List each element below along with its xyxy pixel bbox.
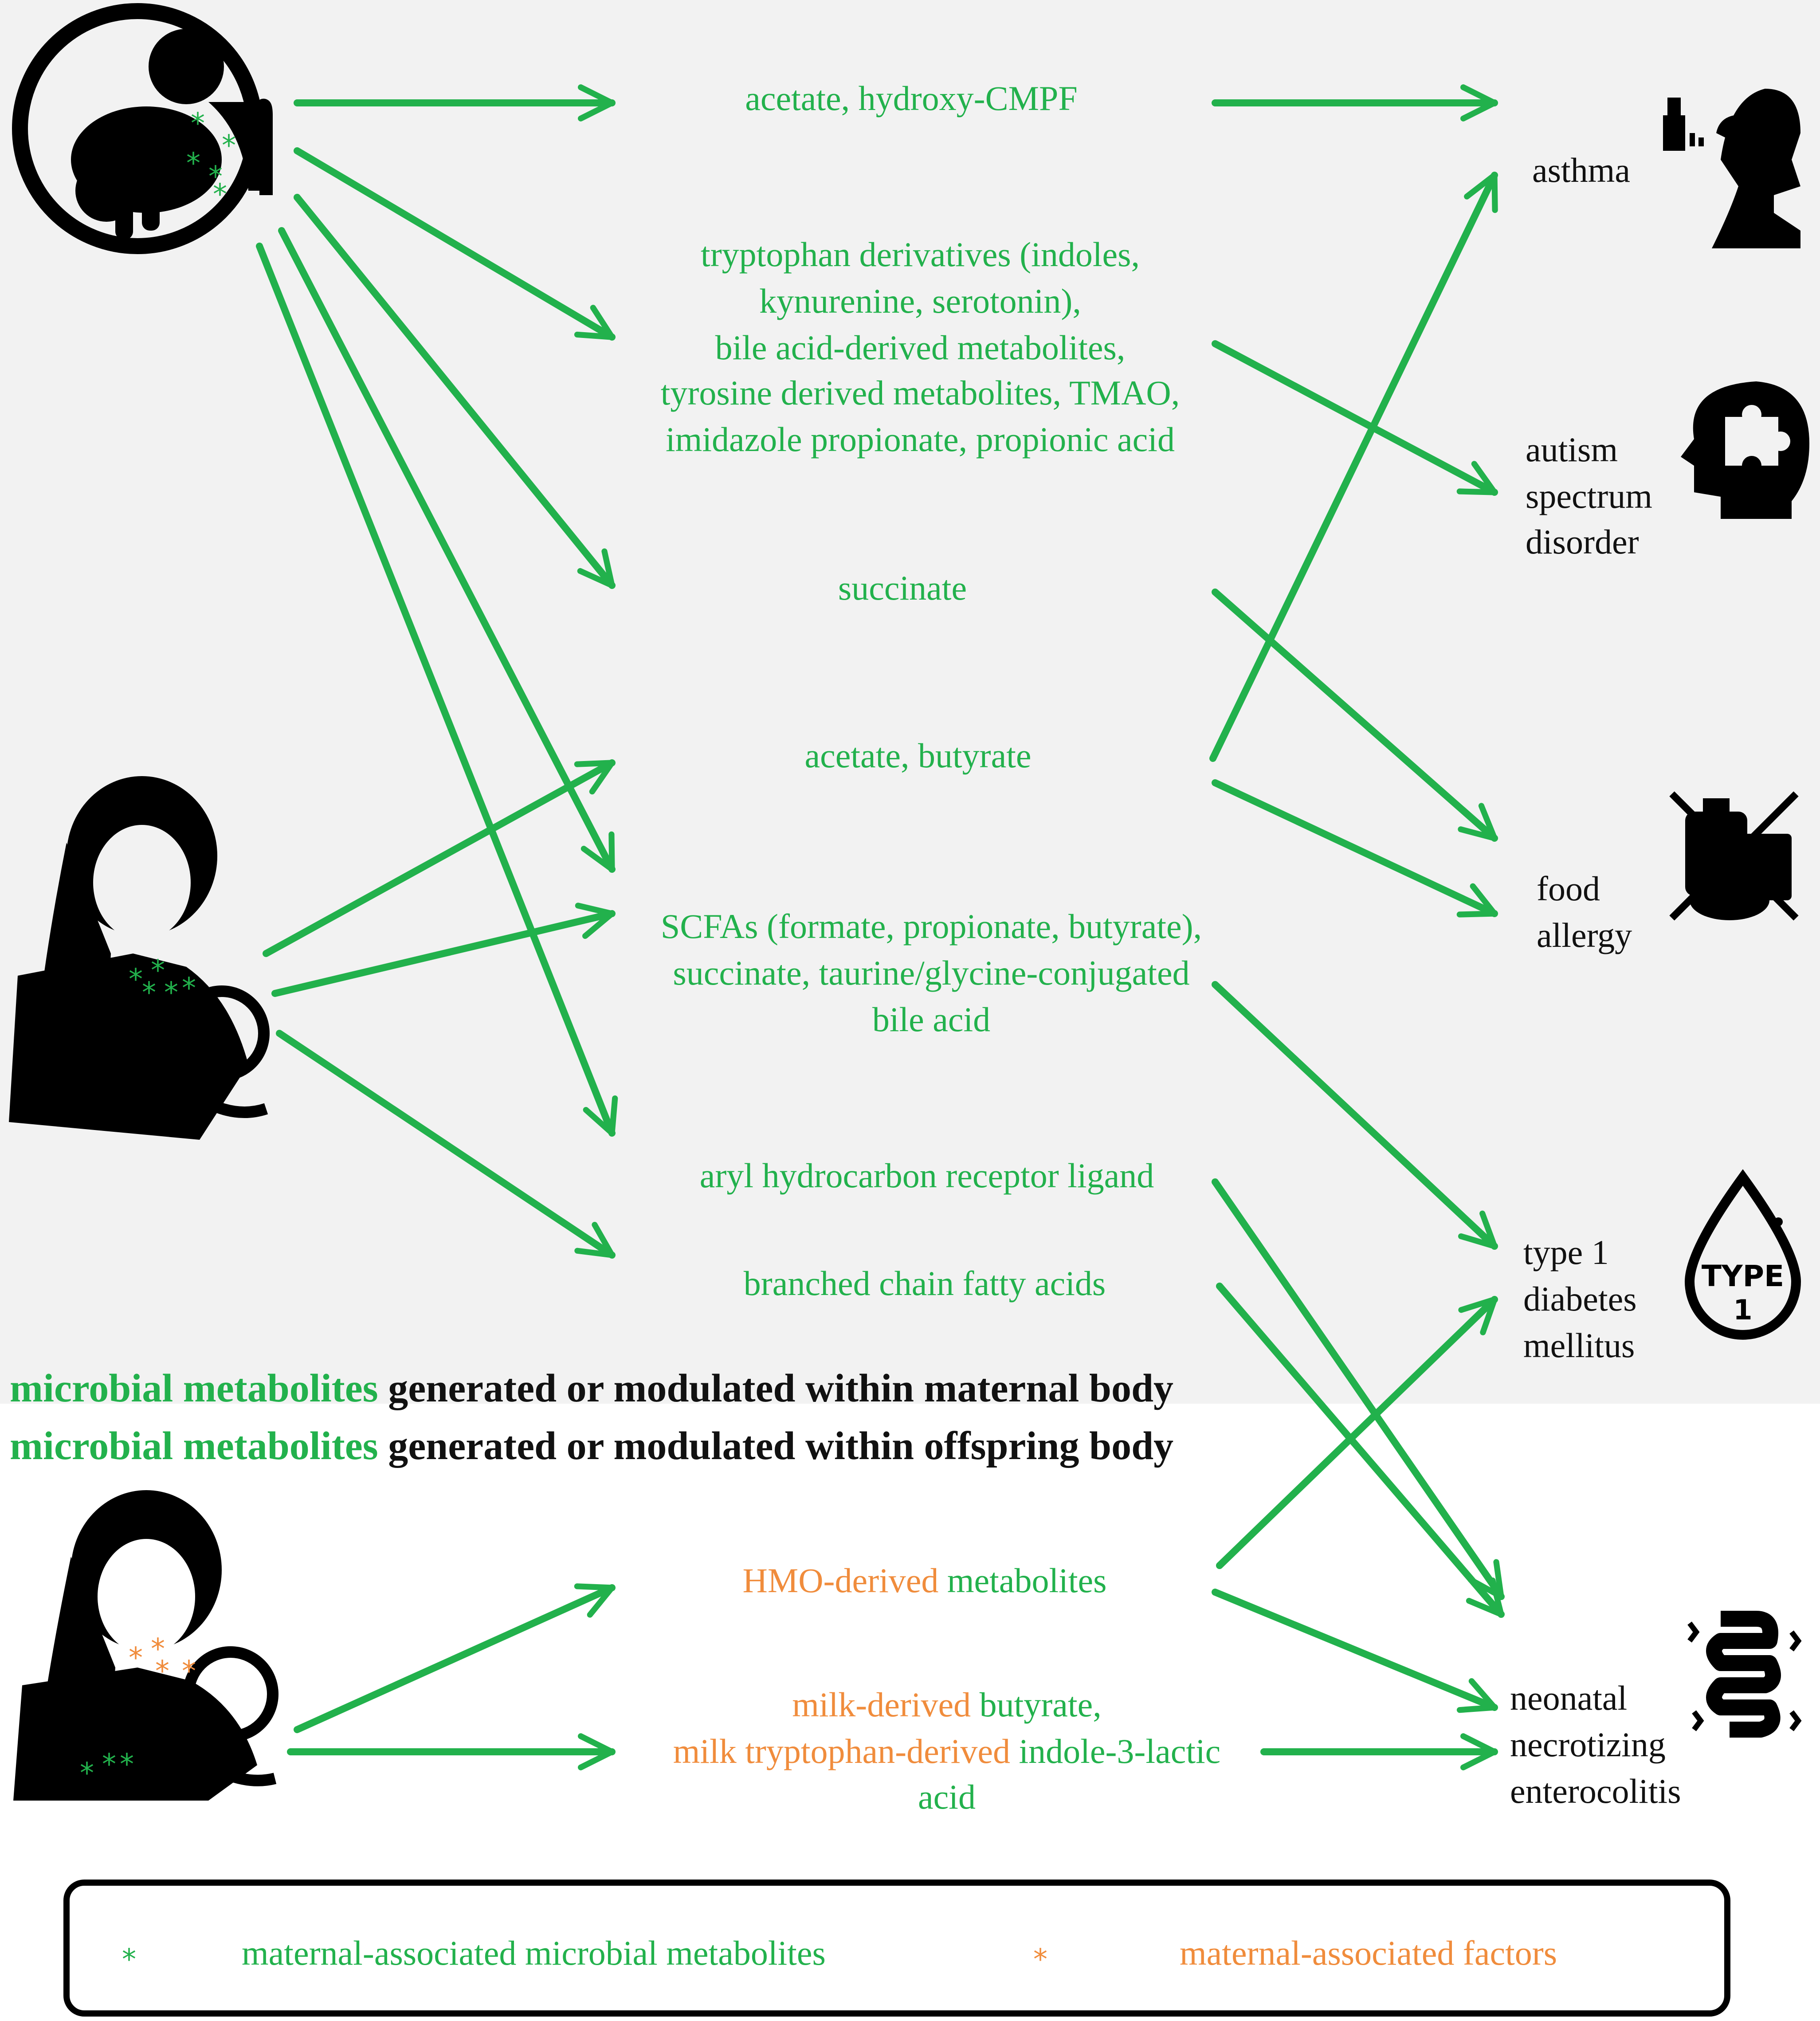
metabolite-fetus-1: acetate, hydroxy-CMPF <box>745 79 1078 118</box>
svg-text:*: * <box>80 1757 94 1790</box>
caption-maternal-black: generated or modulated within maternal b… <box>378 1366 1173 1410</box>
svg-text:*: * <box>151 954 165 987</box>
food-allergy-icon <box>1669 791 1799 921</box>
caption-maternal: microbial metabolites generated or modul… <box>10 1366 1173 1410</box>
svg-text:*: * <box>213 178 227 211</box>
disease-t1d-line3: mellitus <box>1523 1326 1635 1365</box>
legend: * maternal-associated microbial metaboli… <box>63 1880 1730 2017</box>
svg-text:*: * <box>208 161 223 193</box>
metabolite-aryl-hydrocarbon: aryl hydrocarbon receptor ligand <box>700 1156 1154 1195</box>
autism-head-puzzle-icon <box>1681 381 1809 519</box>
svg-text:*: * <box>129 963 143 996</box>
milk-tryptophan-orange-part: milk tryptophan-derived <box>673 1732 1010 1770</box>
svg-text:TYPE: TYPE <box>1702 1259 1784 1293</box>
metabolite-milk-acid: acid <box>918 1778 976 1816</box>
svg-text:*: * <box>155 1655 169 1688</box>
legend-green-asterisk-icon: * <box>122 1943 136 1976</box>
intestine-icon <box>1687 1611 1802 1738</box>
caption-offspring: microbial metabolites generated or modul… <box>10 1424 1173 1468</box>
disease-t1d-line1: type 1 <box>1523 1233 1609 1271</box>
metabolite-acetate-butyrate: acetate, butyrate <box>805 736 1032 775</box>
legend-green-label: maternal-associated microbial metabolite… <box>242 1934 826 1972</box>
metabolite-milk-butyrate: milk-derived butyrate, <box>792 1685 1101 1724</box>
svg-text:*: * <box>164 977 178 1009</box>
legend-orange-label: maternal-associated factors <box>1180 1934 1557 1972</box>
breastfeeding-mother-icon: * * * * * <box>9 776 270 1140</box>
caption: microbial metabolites generated or modul… <box>10 1366 1173 1468</box>
metabolite-scfas-line2: succinate, taurine/glycine-conjugated <box>673 954 1189 992</box>
svg-text:*: * <box>191 107 205 140</box>
arrows <box>256 84 1505 1770</box>
metabolite-fetus-2-line1: tryptophan derivatives (indoles, <box>701 235 1140 274</box>
disease-autism-line3: disorder <box>1526 522 1639 561</box>
metabolite-labels: acetate, hydroxy-CMPF tryptophan derivat… <box>661 79 1221 1816</box>
svg-text:*: * <box>182 1655 196 1688</box>
svg-text:*: * <box>222 130 236 162</box>
svg-text:1: 1 <box>1733 1294 1752 1326</box>
disease-nec-line2: necrotizing <box>1510 1725 1666 1764</box>
disease-food-allergy-line2: allergy <box>1537 916 1632 954</box>
disease-food-allergy-line1: food <box>1537 869 1600 908</box>
disease-labels: asthma autism spectrum disorder food all… <box>1510 151 1681 1810</box>
disease-autism-line1: autism <box>1526 430 1618 469</box>
disease-t1d-line2: diabetes <box>1523 1279 1637 1318</box>
background-panel <box>0 0 1820 1404</box>
metabolite-fetus-2-line4: tyrosine derived metabolites, TMAO, <box>661 373 1180 412</box>
disease-nec-line3: enterocolitis <box>1510 1772 1681 1810</box>
svg-text:*: * <box>142 977 156 1009</box>
hmo-green-part: metabolites <box>938 1561 1106 1600</box>
legend-orange-asterisk-icon: * <box>1033 1943 1047 1976</box>
metabolite-fetus-2-line5: imidazole propionate, propionic acid <box>666 420 1175 459</box>
caption-offspring-green: microbial metabolites <box>10 1424 378 1468</box>
metabolite-milk-tryptophan: milk tryptophan-derived indole-3-lactic <box>673 1732 1221 1770</box>
hmo-orange-part: HMO-derived <box>743 1561 939 1600</box>
milk-butyrate-orange-part: milk-derived <box>792 1685 971 1724</box>
caption-offspring-black: generated or modulated within offspring … <box>378 1424 1173 1468</box>
svg-text:*: * <box>102 1748 116 1781</box>
disease-asthma: asthma <box>1532 151 1630 189</box>
metabolite-scfas-line1: SCFAs (formate, propionate, butyrate), <box>661 907 1202 946</box>
metabolite-fetus-2-line3: bile acid-derived metabolites, <box>715 328 1126 367</box>
asthma-inhaler-icon <box>1663 89 1800 248</box>
metabolite-scfas-line3: bile acid <box>872 1000 990 1039</box>
disease-autism-line2: spectrum <box>1526 477 1652 515</box>
svg-text:*: * <box>186 147 200 180</box>
type1-diabetes-drop-icon: TYPE 1 <box>1684 1169 1801 1340</box>
disease-nec-line1: neonatal <box>1510 1679 1627 1717</box>
milk-tryptophan-green-part: indole-3-lactic <box>1010 1732 1220 1770</box>
svg-text:*: * <box>151 1633 165 1666</box>
metabolite-branched-chain: branched chain fatty acids <box>744 1264 1106 1303</box>
svg-text:*: * <box>129 1642 143 1675</box>
svg-text:*: * <box>182 972 196 1005</box>
breastfeeding-mother-orange-icon: * * * * * * * <box>13 1490 278 1801</box>
milk-butyrate-green-part: butyrate, <box>971 1685 1102 1724</box>
caption-maternal-green: microbial metabolites <box>10 1366 378 1410</box>
metabolite-fetus-2-line2: kynurenine, serotonin), <box>759 282 1081 320</box>
legend-box <box>63 1880 1730 2017</box>
metabolite-hmo: HMO-derived metabolites <box>743 1561 1107 1600</box>
fetus-in-womb-icon: * * * * * <box>12 3 273 254</box>
svg-text:*: * <box>120 1748 134 1781</box>
metabolite-succinate: succinate <box>838 569 967 607</box>
